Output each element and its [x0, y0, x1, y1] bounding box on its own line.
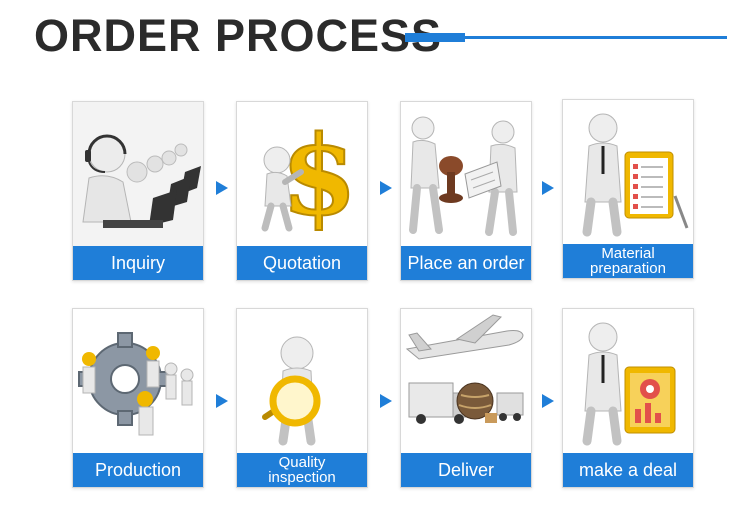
step-label-deliver: Deliver [401, 453, 531, 487]
deal-chart-icon [563, 309, 693, 453]
gear-workers-icon [73, 309, 203, 453]
step-label-make-a-deal: make a deal [563, 453, 693, 487]
arrow-right-icon [542, 394, 554, 408]
call-center-icon [73, 102, 203, 246]
arrow-right-icon [542, 181, 554, 195]
handshake-order-icon [401, 102, 531, 246]
step-card-place-order: Place an order [400, 101, 532, 281]
step-label-place-order: Place an order [401, 246, 531, 280]
step-card-inquiry: Inquiry [72, 101, 204, 281]
step-card-make-a-deal: make a deal [562, 308, 694, 488]
arrow-right-icon [216, 394, 228, 408]
checklist-clipboard-icon [563, 100, 693, 244]
step-card-deliver: Deliver [400, 308, 532, 488]
magnifier-icon [237, 309, 367, 453]
title-rule-accent [405, 33, 465, 42]
step-label-material-preparation: Material preparation [563, 244, 693, 278]
arrow-right-icon [380, 181, 392, 195]
step-label-quotation: Quotation [237, 246, 367, 280]
step-card-quotation: $ Quotation [236, 101, 368, 281]
plane-truck-globe-icon [401, 309, 531, 453]
step-label-quality-inspection: Quality inspection [237, 453, 367, 487]
step-card-material-preparation: Material preparation [562, 99, 694, 279]
step-card-quality-inspection: Quality inspection [236, 308, 368, 488]
step-card-production: Production [72, 308, 204, 488]
dollar-sign-icon: $ [237, 102, 367, 246]
arrow-right-icon [216, 181, 228, 195]
title-rule-line [465, 36, 727, 39]
step-label-inquiry: Inquiry [73, 246, 203, 280]
page-title: ORDER PROCESS [34, 10, 443, 61]
step-label-production: Production [73, 453, 203, 487]
arrow-right-icon [380, 394, 392, 408]
